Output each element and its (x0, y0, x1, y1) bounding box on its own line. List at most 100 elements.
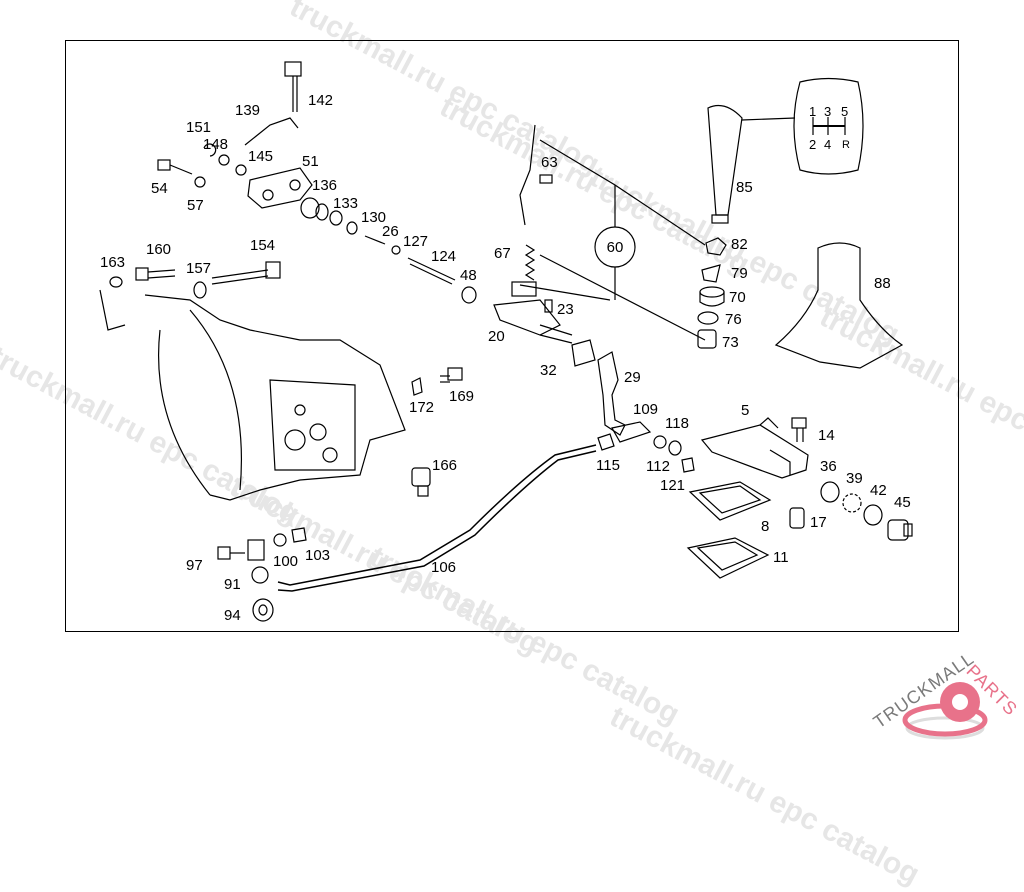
part-label-5[interactable]: 5 (741, 402, 750, 419)
part-label-124[interactable]: 124 (431, 248, 457, 265)
part-label-36[interactable]: 36 (820, 458, 837, 475)
part-label-145[interactable]: 145 (248, 148, 274, 165)
part-label-57[interactable]: 57 (187, 197, 204, 214)
part-127-washer (391, 245, 401, 255)
part-label-54[interactable]: 54 (151, 180, 168, 197)
part-103-nut (291, 527, 307, 543)
part-label-172[interactable]: 172 (409, 399, 435, 416)
part-109-link (611, 421, 652, 443)
part-157-bush (193, 281, 207, 299)
shift-pattern-gear-bottom-2: R (842, 139, 850, 151)
part-label-97[interactable]: 97 (186, 557, 203, 574)
part-136-seal (300, 197, 320, 219)
part-133-ring (329, 210, 343, 226)
part-label-133[interactable]: 133 (333, 195, 359, 212)
part-82-nut (705, 237, 727, 256)
part-label-29[interactable]: 29 (624, 369, 641, 386)
shift-pattern-gear-top-1: 3 (824, 104, 832, 119)
part-154-bolt (211, 261, 281, 285)
part-label-160[interactable]: 160 (146, 241, 172, 258)
part-label-91[interactable]: 91 (224, 576, 241, 593)
part-115-nut (597, 433, 615, 451)
part-label-163[interactable]: 163 (100, 254, 126, 271)
part-label-166[interactable]: 166 (432, 457, 458, 474)
part-label-51[interactable]: 51 (302, 153, 319, 170)
part-label-14[interactable]: 14 (818, 427, 835, 444)
part-label-148[interactable]: 148 (203, 136, 229, 153)
gear-logo-icon (902, 682, 988, 740)
part-label-157[interactable]: 157 (186, 260, 212, 277)
part-29-lever (597, 351, 626, 436)
part-130-ring (346, 221, 358, 235)
part-label-8[interactable]: 8 (761, 518, 770, 535)
part-label-17[interactable]: 17 (810, 514, 827, 531)
part-76-ring (697, 311, 719, 325)
part-32-gasket (571, 339, 596, 367)
part-100-washer (273, 533, 287, 547)
part-139-spring (244, 117, 299, 146)
part-label-139[interactable]: 139 (235, 102, 261, 119)
part-label-94[interactable]: 94 (224, 607, 241, 624)
part-label-109[interactable]: 109 (633, 401, 659, 418)
part-label-70[interactable]: 70 (729, 289, 746, 306)
part-88-boot (774, 242, 904, 369)
part-label-121[interactable]: 121 (660, 477, 686, 494)
part-label-100[interactable]: 100 (273, 553, 299, 570)
part-79-clip (701, 264, 721, 283)
part-label-106[interactable]: 106 (431, 559, 457, 576)
part-145-clip (235, 164, 247, 176)
part-67-spring (524, 244, 536, 281)
part-label-136[interactable]: 136 (312, 177, 338, 194)
part-label-154[interactable]: 154 (250, 237, 276, 254)
part-label-32[interactable]: 32 (540, 362, 557, 379)
part-14-bolt (791, 417, 807, 442)
shift-pattern-gear-top-0: 1 (809, 104, 817, 119)
part-label-103[interactable]: 103 (305, 547, 331, 564)
part-label-151[interactable]: 151 (186, 119, 212, 136)
part-label-127[interactable]: 127 (403, 233, 429, 250)
part-label-115[interactable]: 115 (596, 457, 620, 474)
part-17-sleeve (789, 507, 805, 529)
shift-pattern-knob-top (793, 77, 864, 175)
part-169-bolt (440, 367, 463, 383)
part-91-clamp (247, 539, 269, 584)
part-45-bush (887, 519, 913, 541)
part-label-73[interactable]: 73 (722, 334, 739, 351)
part-172-bush (411, 377, 423, 396)
part-label-88[interactable]: 88 (874, 275, 891, 292)
transmission-case (99, 289, 406, 501)
part-label-63[interactable]: 63 (541, 154, 558, 171)
part-label-169[interactable]: 169 (449, 388, 475, 405)
part-label-11[interactable]: 11 (773, 549, 789, 566)
part-97-bolt (217, 546, 245, 560)
part-23-pin (544, 299, 553, 313)
part-label-26[interactable]: 26 (382, 223, 399, 240)
part-label-118[interactable]: 118 (665, 415, 689, 432)
part-label-23[interactable]: 23 (557, 301, 574, 318)
part-160-bolt (135, 267, 176, 281)
part-20-selector (493, 281, 573, 344)
part-118-washer (653, 435, 667, 449)
part-label-82[interactable]: 82 (731, 236, 748, 253)
part-label-20[interactable]: 20 (488, 328, 505, 345)
part-label-76[interactable]: 76 (725, 311, 742, 328)
part-label-79[interactable]: 79 (731, 265, 748, 282)
part-label-42[interactable]: 42 (870, 482, 887, 499)
part-label-48[interactable]: 48 (460, 267, 477, 284)
part-label-85[interactable]: 85 (736, 179, 753, 196)
part-85-shift-knob (707, 105, 743, 224)
part-148-washer (218, 154, 230, 166)
part-label-130[interactable]: 130 (361, 209, 387, 226)
part-36-ring (820, 481, 840, 503)
part-39-washer (842, 493, 862, 513)
part-42-ring (863, 504, 883, 526)
part-151-clip (203, 143, 217, 157)
part-70-bush (699, 286, 725, 307)
part-124-shaft (407, 257, 456, 285)
part-label-67[interactable]: 67 (494, 245, 511, 262)
part-label-39[interactable]: 39 (846, 470, 863, 487)
part-label-142[interactable]: 142 (308, 92, 334, 109)
part-label-112[interactable]: 112 (646, 458, 670, 475)
part-label-45[interactable]: 45 (894, 494, 911, 511)
